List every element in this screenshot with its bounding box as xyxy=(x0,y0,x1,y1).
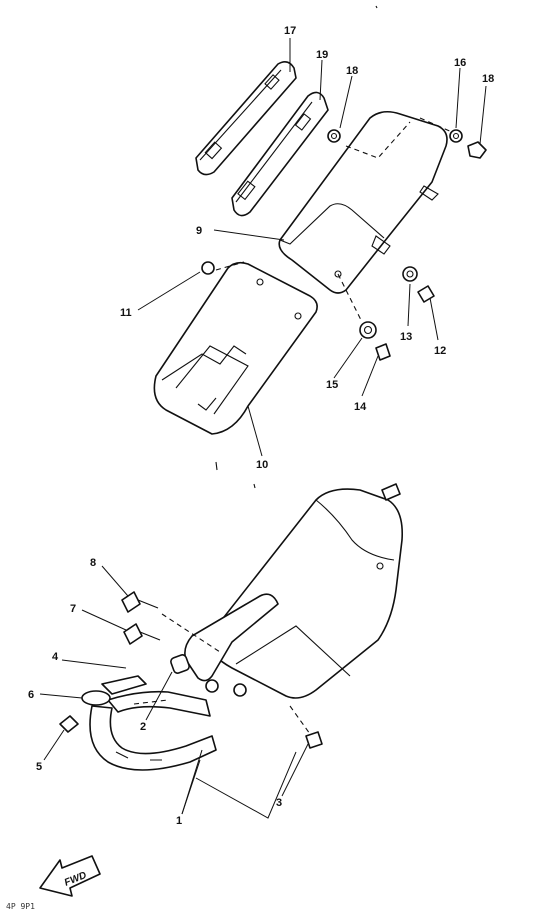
callout-5: 5 xyxy=(36,761,42,773)
part-17-strip-guard xyxy=(195,60,297,176)
part-9-upper-protector xyxy=(278,110,453,323)
callout-18-right: 18 xyxy=(482,73,494,85)
exhaust-pipe xyxy=(81,675,217,771)
callout-1: 1 xyxy=(176,815,182,827)
callout-17: 17 xyxy=(284,25,296,37)
callout-4: 4 xyxy=(52,651,59,663)
callout-9: 9 xyxy=(196,225,202,237)
callout-16: 16 xyxy=(454,57,466,69)
callout-8: 8 xyxy=(90,557,96,569)
fwd-arrow-badge: FWD xyxy=(39,855,101,897)
callout-11: 11 xyxy=(120,307,132,319)
callout-19: 19 xyxy=(316,49,328,61)
stray-marks xyxy=(215,5,378,489)
callout-15: 15 xyxy=(326,379,338,391)
footer-code: 4P 9P1 xyxy=(6,902,35,911)
callout-12: 12 xyxy=(434,345,446,357)
callout-14: 14 xyxy=(354,401,367,413)
callout-18-top: 18 xyxy=(346,65,358,77)
fastener-group-front xyxy=(59,591,323,749)
callout-labels: 17 19 18 16 18 9 11 13 12 15 14 10 8 7 4… xyxy=(28,25,494,827)
callout-10: 10 xyxy=(256,459,268,471)
callout-13: 13 xyxy=(400,331,412,343)
fastener-group-upper xyxy=(201,129,487,361)
callout-2: 2 xyxy=(140,721,146,733)
callout-3: 3 xyxy=(276,797,282,809)
callout-6: 6 xyxy=(28,689,34,701)
part-10-lower-protector xyxy=(153,261,318,435)
callout-7: 7 xyxy=(70,603,76,615)
leader-lines xyxy=(39,38,487,819)
part-1-muffler xyxy=(184,483,404,699)
part-19-strip-guard xyxy=(231,91,329,217)
